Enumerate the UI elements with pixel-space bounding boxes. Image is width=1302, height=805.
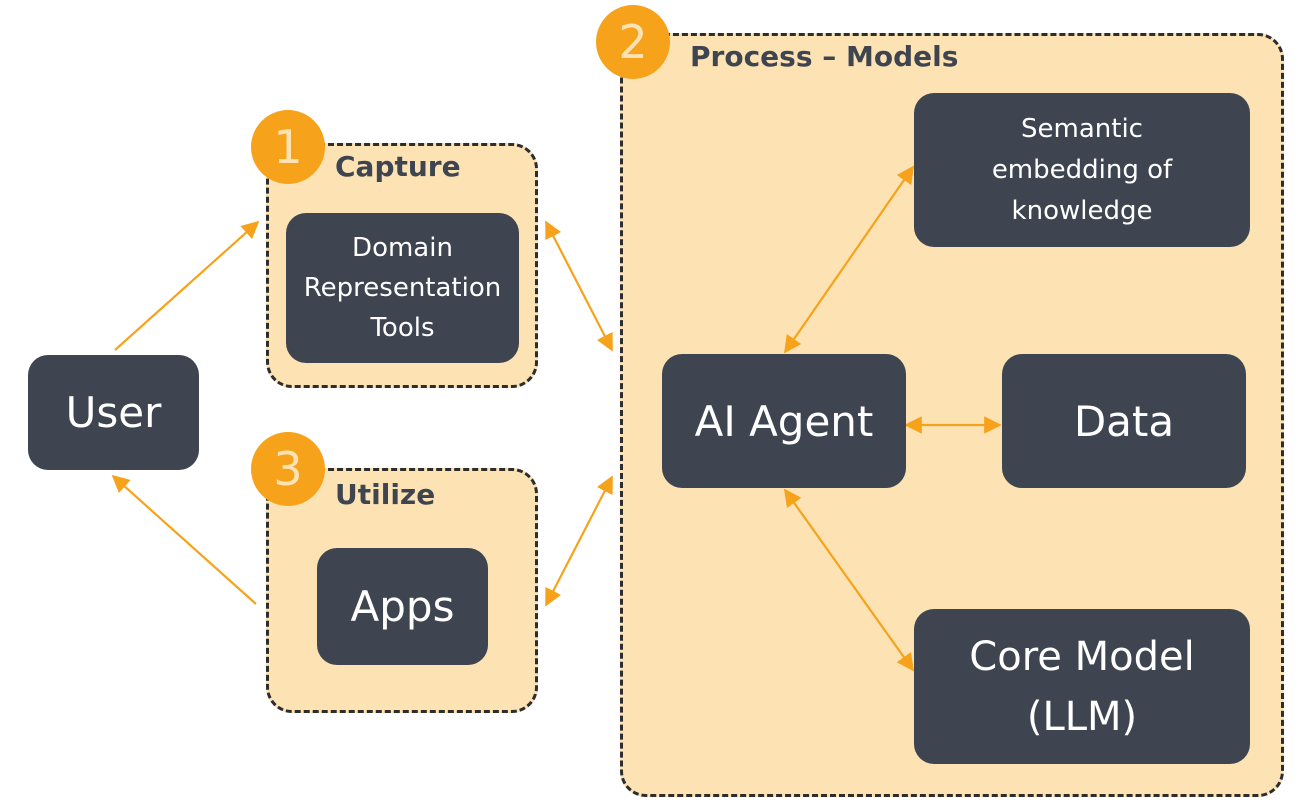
core-model-label: Core Model (LLM) bbox=[969, 633, 1195, 740]
core-model-node: Core Model (LLM) bbox=[914, 609, 1250, 764]
ai-agent-node: AI Agent bbox=[662, 354, 906, 488]
capture-process-arrow bbox=[545, 220, 613, 352]
utilize-to-user-arrow bbox=[111, 474, 257, 605]
process-step-badge: 2 bbox=[596, 5, 670, 79]
process-group-title: Process – Models bbox=[690, 40, 959, 73]
ai-agent-label: AI Agent bbox=[694, 396, 874, 446]
user-label: User bbox=[65, 388, 162, 437]
user-node: User bbox=[28, 355, 199, 470]
apps-node: Apps bbox=[317, 548, 488, 665]
utilize-step-badge: 3 bbox=[251, 432, 325, 506]
data-label: Data bbox=[1073, 396, 1175, 446]
data-node: Data bbox=[1002, 354, 1246, 488]
domain-representation-tools-node: Domain Representation Tools bbox=[286, 213, 519, 363]
user-to-capture-arrow bbox=[114, 220, 260, 351]
capture-step-badge: 1 bbox=[251, 110, 325, 184]
apps-label: Apps bbox=[350, 582, 455, 631]
utilize-group-title: Utilize bbox=[335, 478, 436, 511]
capture-group-title: Capture bbox=[335, 150, 461, 183]
domain-tools-label: Domain Representation Tools bbox=[303, 233, 502, 343]
semantic-embedding-label: Semantic embedding of knowledge bbox=[991, 113, 1173, 226]
utilize-process-arrow bbox=[545, 475, 613, 607]
semantic-embedding-node: Semantic embedding of knowledge bbox=[914, 93, 1250, 247]
